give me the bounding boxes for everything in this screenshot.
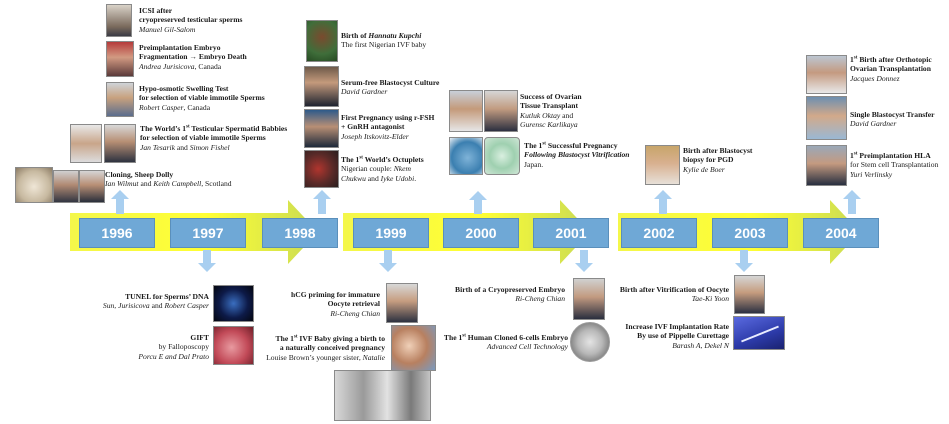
- connector-up-2000: [469, 191, 487, 214]
- event-serum-free: Serum-free Blastocyst Culture David Gard…: [341, 78, 440, 97]
- brown-family-bw-photo: [334, 370, 431, 421]
- octuplets-family-photo: [304, 150, 339, 188]
- event-hannatu: Birth of Hannatu Kupchi The first Nigeri…: [341, 31, 427, 50]
- dolly-sheep-photo: [15, 167, 53, 203]
- event-blastocyst-vitrification: The 1st Successful Pregnancy Following B…: [524, 141, 630, 169]
- year-2002: 2002: [621, 218, 697, 248]
- portrait-photo-tesarik: [70, 124, 102, 163]
- connector-up-1996: [111, 190, 129, 214]
- cloned-embryo-image: [570, 322, 610, 362]
- event-tunel: TUNEL for Sperms’ DNA Sun, Jurisicova an…: [102, 292, 209, 311]
- event-gift: GIFT by Falloposcopy Porcu E and Dal Pra…: [138, 333, 209, 361]
- event-blastocyst-biopsy: Birth after Blastocyst biopsy for PGD Ky…: [683, 146, 753, 174]
- portrait-photo-oktay: [449, 90, 483, 132]
- portrait-photo-casper: [106, 82, 134, 117]
- event-oocyte-vitrification: Birth after Vitrification of Oocyte Tae-…: [619, 285, 729, 304]
- connector-up-2004: [843, 190, 861, 214]
- portrait-photo-de-boer: [645, 145, 680, 185]
- event-rfsh: First Pregnancy using r-FSH + GnRH antag…: [341, 113, 435, 141]
- portrait-photo-fishel: [104, 124, 136, 163]
- connector-down-1997: [198, 250, 216, 272]
- event-single-blastocyst: Single Blastocyst Transfer David Gardner: [850, 110, 935, 129]
- year-1997: 1997: [170, 218, 246, 248]
- tunel-microscopy-image: [213, 285, 254, 322]
- portrait-photo-verlinsky: [806, 145, 847, 186]
- year-1999: 1999: [353, 218, 429, 248]
- event-cryopreserved-embryo: Birth of a Cryopreserved Embryo Ri-Cheng…: [455, 285, 565, 304]
- event-testicular-spermatid: The World’s 1st Testicular Spermatid Bab…: [140, 124, 288, 152]
- portrait-photo-gil-salom: [106, 4, 132, 37]
- falloposcopy-image: [213, 326, 254, 365]
- event-cloned-embryo: The 1st Human Cloned 6-cells Embryo Adva…: [443, 333, 568, 352]
- event-natural-pregnancy: The 1st IVF Baby giving a birth to a nat…: [266, 334, 385, 362]
- portrait-photo-donnez: [806, 55, 847, 94]
- blastocyst-photo: [484, 137, 520, 175]
- year-2000: 2000: [443, 218, 519, 248]
- connector-up-2002: [654, 190, 672, 214]
- event-orthotopic-ovarian: 1st Birth after Orthotopic Ovarian Trans…: [850, 55, 932, 83]
- portrait-photo-yoon: [734, 275, 765, 314]
- portrait-photo-karlikaya: [484, 90, 518, 132]
- connector-down-2001: [575, 250, 593, 272]
- year-2001: 2001: [533, 218, 609, 248]
- year-1996: 1996: [79, 218, 155, 248]
- event-icsi: ICSI after cryopreserved testicular sper…: [139, 6, 243, 34]
- event-preimplantation-hla: 1st Preimplantation HLA for Stem cell Tr…: [850, 151, 939, 179]
- year-2004: 2004: [803, 218, 879, 248]
- vitrification-straw-photo: [449, 137, 483, 175]
- event-ovarian-transplant: Success of Ovarian Tissue Transplant Kut…: [520, 92, 582, 130]
- connectors-down: [198, 250, 753, 272]
- portrait-photo-wilmut: [53, 170, 79, 203]
- pipelle-catheter-image: [733, 316, 785, 350]
- connector-down-1999: [379, 250, 397, 272]
- portrait-photo-gardner-2004: [806, 96, 847, 140]
- baby-hannatu-photo: [306, 20, 338, 62]
- portrait-photo-chian-2001: [573, 278, 605, 320]
- connectors-up: [111, 190, 861, 214]
- portrait-photo-chian: [386, 283, 418, 323]
- portrait-photo-campbell: [79, 170, 105, 203]
- event-embryo-fragmentation: Preimplantation Embryo Fragmentation → E…: [139, 43, 247, 71]
- portrait-photo-gardner: [304, 66, 339, 107]
- year-2003: 2003: [712, 218, 788, 248]
- louise-brown-family-photo: [391, 325, 436, 371]
- pipelle-catheter-line: [741, 325, 779, 343]
- event-hypo-osmotic: Hypo-osmotic Swelling Test for selection…: [139, 84, 265, 112]
- event-hcg-priming: hCG priming for immature Oocyte retrieva…: [291, 290, 380, 318]
- event-cloning-dolly: Cloning, Sheep Dolly Ian Wilmut and Keit…: [105, 170, 232, 189]
- year-1998: 1998: [262, 218, 338, 248]
- connector-up-1998: [313, 190, 331, 214]
- portrait-photo-itskovitz: [304, 109, 339, 148]
- event-pipelle-curettage: Increase IVF Implantation Rate By use of…: [625, 322, 729, 350]
- event-octuplets: The 1st World’s Octuplets Nigerian coupl…: [341, 155, 424, 183]
- portrait-photo-jurisicova: [106, 41, 134, 77]
- connector-down-2003: [735, 250, 753, 272]
